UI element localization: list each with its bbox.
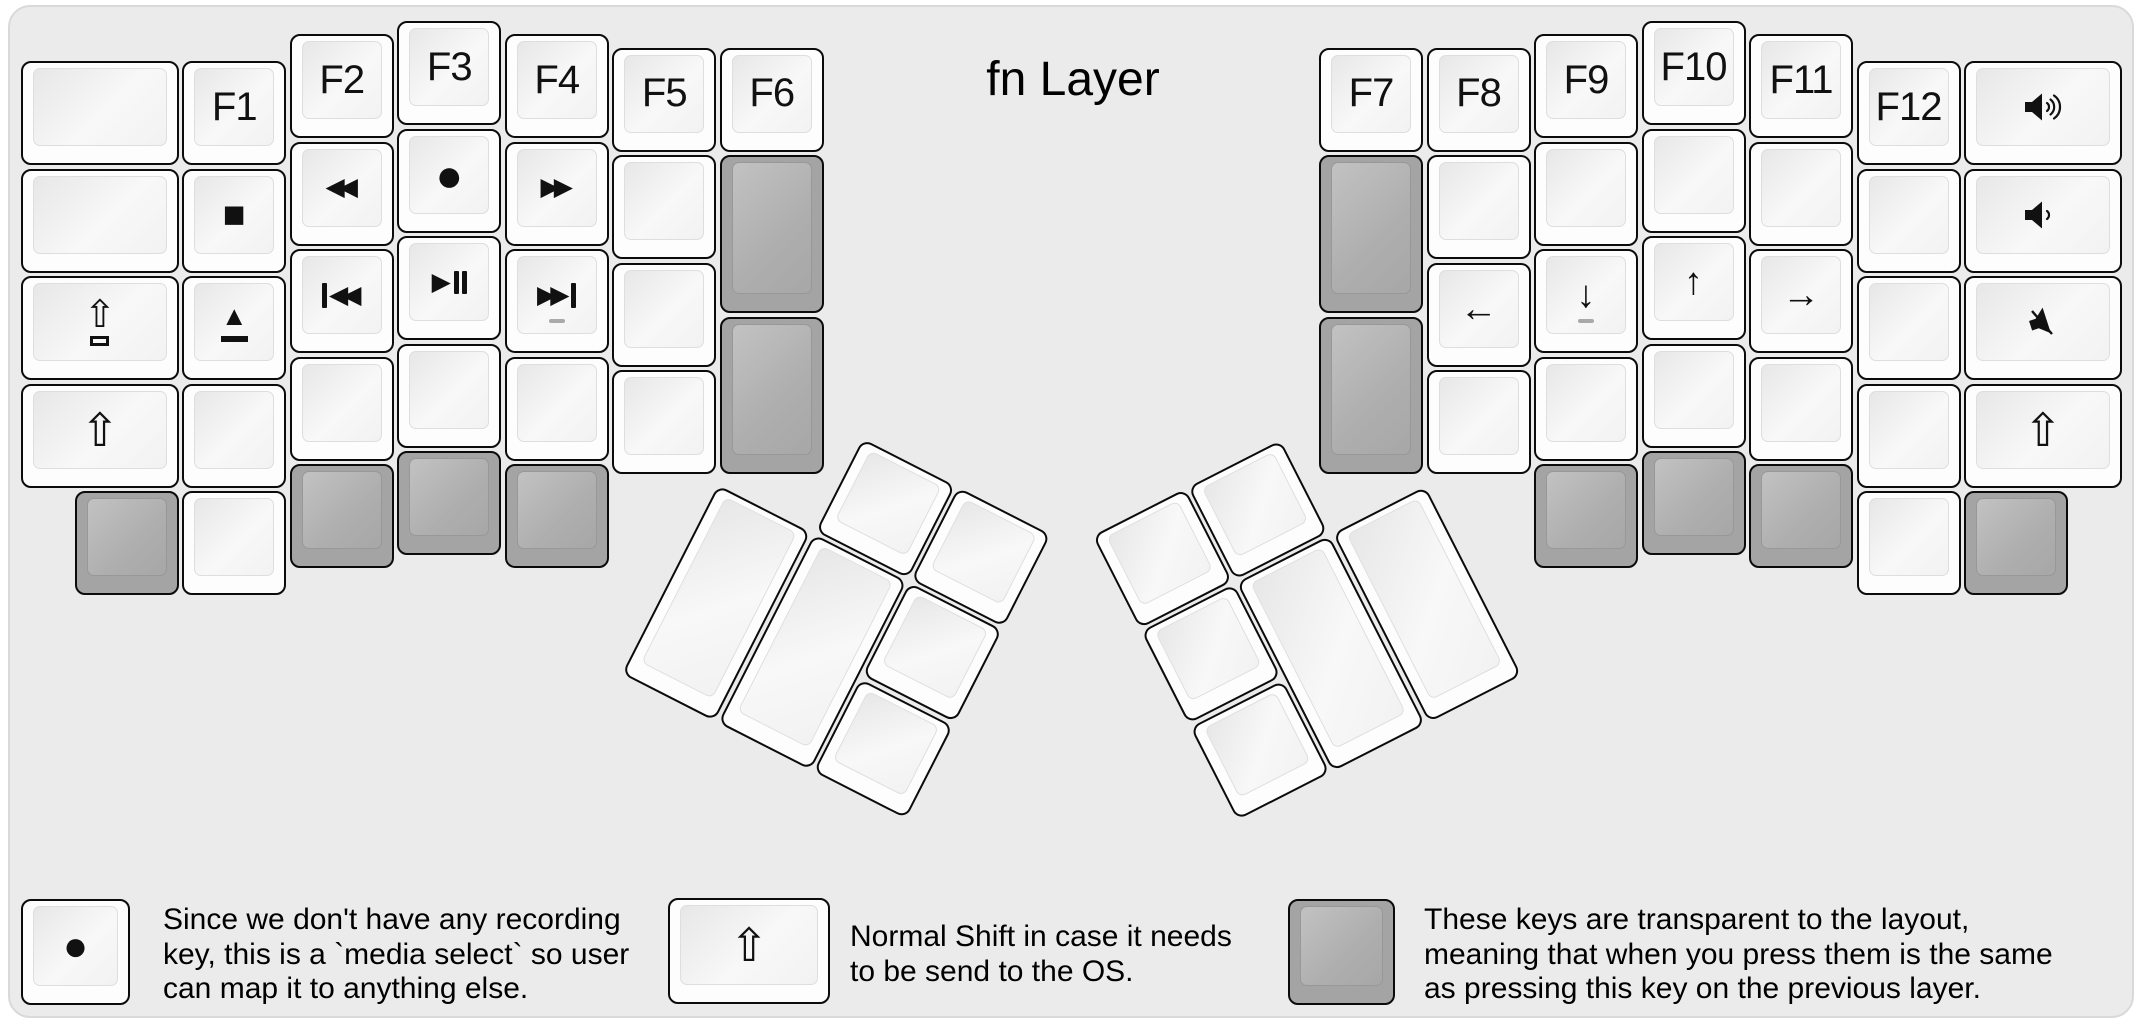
key-blank[interactable] — [1749, 356, 1853, 461]
key-f1[interactable]: F1 — [182, 61, 287, 166]
legend-text-record: Since we don't have any recording key, t… — [163, 903, 630, 1005]
key-transparent[interactable] — [504, 464, 609, 569]
key-f6[interactable]: F6 — [719, 47, 824, 152]
key-arrow-down[interactable]: ↓ — [1534, 249, 1638, 354]
layer-title: fn Layer — [986, 53, 1160, 106]
key-blank[interactable] — [1856, 383, 1961, 488]
key-arrow-right[interactable]: → — [1749, 249, 1853, 354]
key-blank[interactable] — [21, 168, 179, 273]
shift-sample-keycap: ⇧ — [668, 898, 830, 1004]
key-eject[interactable]: ▲ — [182, 276, 287, 381]
key-transparent[interactable] — [1964, 491, 2068, 596]
key-blank[interactable] — [612, 262, 717, 367]
fast-forward-icon: ▶▶ — [540, 173, 574, 202]
key-caps-lock[interactable]: ⇧ — [21, 276, 179, 381]
record-icon: ● — [435, 148, 464, 201]
key-transparent[interactable] — [1534, 464, 1638, 569]
volume-up-icon — [2021, 90, 2065, 124]
key-blank[interactable] — [612, 155, 717, 260]
key-volume-up[interactable] — [1964, 61, 2122, 166]
volume-down-icon — [2021, 198, 2065, 232]
shift-icon: ⇧ — [729, 919, 769, 971]
arrow-down-icon: ↓ — [1576, 274, 1596, 317]
key-blank[interactable] — [182, 491, 287, 596]
key-blank[interactable] — [1856, 168, 1961, 273]
key-fast-forward[interactable]: ▶▶ — [504, 141, 609, 246]
key-stop[interactable]: ■ — [182, 168, 287, 273]
key-transparent[interactable] — [1641, 451, 1746, 555]
play-pause-icon: ▶ — [432, 269, 467, 295]
caps-lock-icon: ⇧ — [84, 296, 116, 347]
key-blank[interactable] — [1749, 141, 1853, 246]
shift-icon: ⇧ — [2023, 403, 2063, 456]
record-sample-keycap: ● — [21, 899, 130, 1005]
volume-mute-icon — [2023, 304, 2063, 340]
key-transparent[interactable] — [719, 316, 824, 475]
key-play-pause[interactable]: ▶ — [397, 236, 502, 340]
key-f2[interactable]: F2 — [289, 34, 394, 139]
key-f5[interactable]: F5 — [612, 47, 717, 152]
key-arrow-left[interactable]: ← — [1426, 262, 1531, 367]
legend-text-transparent: These keys are transparent to the layout… — [1424, 903, 2053, 1005]
key-next-track[interactable]: ▶▶ — [504, 249, 609, 354]
key-volume-down[interactable] — [1964, 168, 2122, 273]
key-blank[interactable] — [504, 356, 609, 461]
key-f9[interactable]: F9 — [1534, 34, 1638, 139]
key-blank[interactable] — [1426, 155, 1531, 260]
key-record[interactable]: ● — [397, 128, 502, 233]
legend-text-shift: Normal Shift in case it needs to be send… — [850, 920, 1232, 988]
key-f3[interactable]: F3 — [397, 21, 502, 125]
key-blank[interactable] — [1856, 276, 1961, 381]
key-f11[interactable]: F11 — [1749, 34, 1853, 139]
homing-dash — [548, 319, 565, 324]
key-f10[interactable]: F10 — [1641, 21, 1746, 125]
key-blank[interactable] — [612, 370, 717, 475]
key-blank[interactable] — [1641, 343, 1746, 448]
key-rewind[interactable]: ◀◀ — [289, 141, 394, 246]
prev-track-icon: ◀◀ — [322, 282, 362, 308]
key-blank[interactable] — [1534, 356, 1638, 461]
key-shift[interactable]: ⇧ — [1964, 383, 2122, 488]
key-volume-mute[interactable] — [1964, 276, 2122, 381]
key-transparent[interactable] — [719, 155, 824, 314]
key-blank[interactable] — [182, 383, 287, 488]
key-prev-track[interactable]: ◀◀ — [289, 249, 394, 354]
key-transparent[interactable] — [1749, 464, 1853, 569]
transparent-sample-keycap — [1288, 899, 1395, 1005]
key-blank[interactable] — [289, 356, 394, 461]
key-transparent[interactable] — [397, 451, 502, 555]
key-transparent[interactable] — [74, 491, 179, 596]
key-blank[interactable] — [1856, 491, 1961, 596]
key-shift[interactable]: ⇧ — [21, 383, 179, 488]
eject-icon: ▲ — [220, 302, 248, 342]
stop-icon: ■ — [222, 193, 246, 236]
shift-icon: ⇧ — [80, 403, 120, 456]
record-icon: ● — [62, 922, 89, 969]
key-f8[interactable]: F8 — [1426, 47, 1531, 152]
arrow-left-icon: ← — [1459, 287, 1498, 330]
key-blank[interactable] — [1534, 141, 1638, 246]
arrow-up-icon: ↑ — [1684, 261, 1703, 303]
key-f12[interactable]: F12 — [1856, 61, 1961, 166]
homing-dash — [1578, 319, 1594, 324]
key-f7[interactable]: F7 — [1319, 47, 1423, 152]
key-blank[interactable] — [1641, 128, 1746, 233]
key-f4[interactable]: F4 — [504, 34, 609, 139]
key-blank[interactable] — [397, 343, 502, 448]
key-blank[interactable] — [1426, 370, 1531, 475]
key-arrow-up[interactable]: ↑ — [1641, 236, 1746, 340]
arrow-right-icon: → — [1782, 274, 1820, 317]
rewind-icon: ◀◀ — [325, 173, 359, 202]
key-transparent[interactable] — [1319, 155, 1423, 314]
key-transparent[interactable] — [1319, 316, 1423, 475]
key-blank[interactable] — [21, 61, 179, 166]
key-transparent[interactable] — [289, 464, 394, 569]
next-track-icon: ▶▶ — [537, 282, 577, 308]
